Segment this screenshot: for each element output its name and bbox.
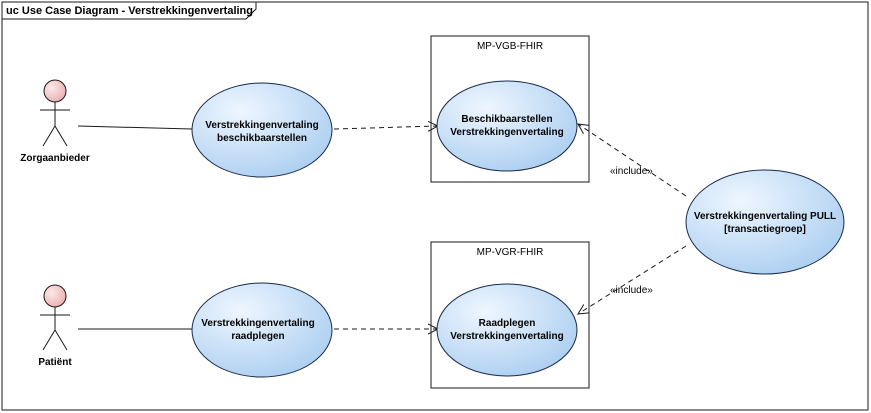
actor-label-zorgaanbieder: Zorgaanbieder bbox=[20, 153, 90, 164]
usecase-verstrekkingenvertaling-raadplegen: Verstrekkingenvertaling raadplegen bbox=[191, 282, 333, 378]
association-zorgaanbieder bbox=[77, 125, 193, 130]
usecase-label-line: beschikbaarstellen bbox=[217, 133, 307, 144]
usecase-label-line: [transactiegroep] bbox=[724, 224, 806, 235]
frame-title: uc Use Case Diagram - Verstrekkingenvert… bbox=[6, 5, 253, 17]
usecase-raadplegen-verstrekkingenvertaling: Raadplegen Verstrekkingenvertaling bbox=[436, 283, 578, 377]
actor-head-icon bbox=[43, 79, 67, 103]
actor-zorgaanbieder: Zorgaanbieder bbox=[20, 79, 90, 164]
usecase-verstrekkingenvertaling-pull: Verstrekkingenvertaling PULL [transactie… bbox=[685, 169, 845, 275]
include-label-2: «include» bbox=[610, 285, 653, 296]
actor-patient: Patiënt bbox=[38, 284, 72, 368]
include-uc5-uc4 bbox=[578, 245, 687, 314]
actor-label-patient: Patiënt bbox=[38, 357, 72, 368]
usecase-label-line: Verstrekkingenvertaling bbox=[205, 120, 318, 131]
include-label-1: «include» bbox=[610, 166, 653, 177]
system-label-vgb: MP-VGB-FHIR bbox=[477, 41, 543, 52]
usecase-label-line: Verstrekkingenvertaling PULL bbox=[694, 211, 836, 222]
dependency-uc1-uc3 bbox=[333, 126, 438, 129]
system-label-vgr: MP-VGR-FHIR bbox=[477, 247, 544, 258]
usecase-label-line: Verstrekkingenvertaling bbox=[450, 331, 563, 342]
usecase-beschikbaarstellen-verstrekkingenvertaling: Beschikbaarstellen Verstrekkingenvertali… bbox=[436, 80, 578, 172]
usecase-label-line: Verstrekkingenvertaling bbox=[450, 127, 563, 138]
usecase-label-line: raadplegen bbox=[231, 331, 284, 342]
usecase-label-line: Raadplegen bbox=[479, 318, 536, 329]
usecase-label-line: Verstrekkingenvertaling bbox=[201, 318, 314, 329]
include-uc5-uc3 bbox=[578, 124, 687, 197]
actor-head-icon bbox=[43, 284, 67, 308]
usecase-verstrekkingenvertaling-beschikbaarstellen: Verstrekkingenvertaling beschikbaarstell… bbox=[191, 82, 333, 178]
usecase-label-line: Beschikbaarstellen bbox=[461, 114, 552, 125]
frame-title-tab bbox=[2, 2, 257, 20]
